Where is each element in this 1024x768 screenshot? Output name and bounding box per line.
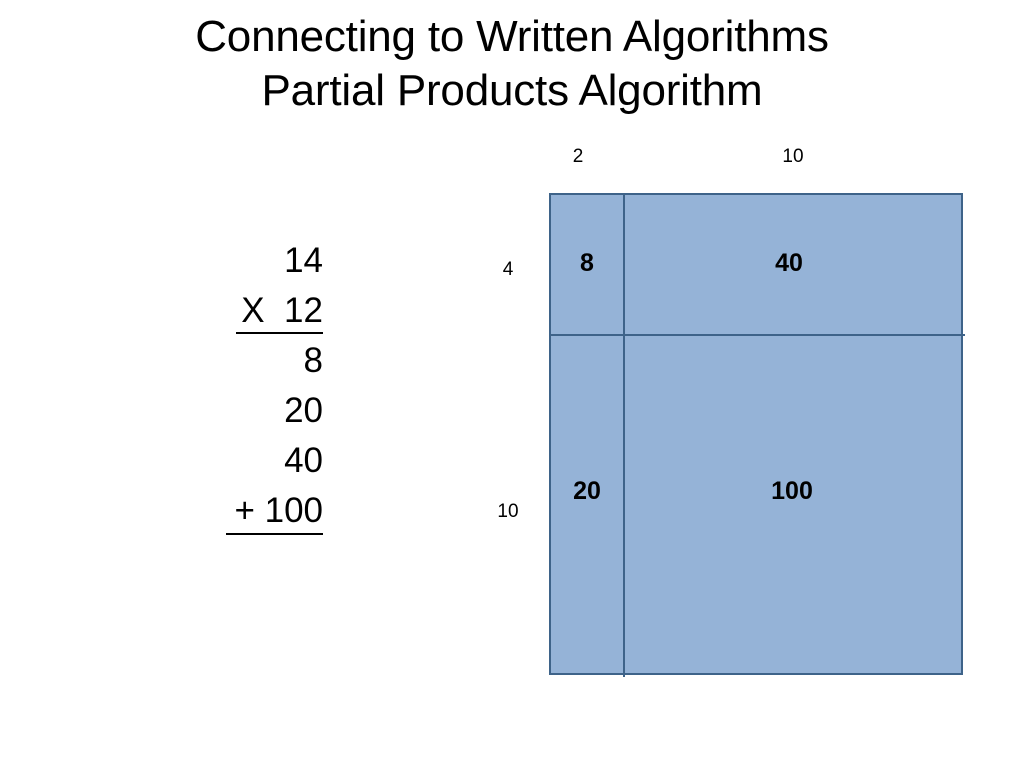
title-line-2: Partial Products Algorithm: [261, 65, 763, 115]
area-model-cell-20: 20: [551, 334, 623, 677]
area-model-cell-8: 8: [580, 249, 594, 277]
page-title: Connecting to Written Algorithms Partial…: [0, 10, 1024, 117]
algorithm-row-partial-product-3: 40: [284, 441, 323, 480]
algorithm-row-partial-product-4: + 100: [190, 486, 323, 536]
algorithm-row-multiplicand: 14: [284, 241, 323, 280]
area-model-row-label-4: 4: [502, 259, 514, 280]
algorithm-row-multiplier: X 12: [190, 286, 323, 336]
algorithm-row-partial-product-2: 20: [284, 391, 323, 430]
area-model-cell-100: 100: [623, 334, 965, 677]
area-model-column-label-2: 2: [572, 146, 584, 167]
area-model-grid: 8 40 20 100: [549, 193, 965, 677]
written-algorithm: 14 X 12 8 20 40 + 100: [190, 236, 323, 536]
title-line-1: Connecting to Written Algorithms: [195, 12, 829, 61]
area-model-cell-40: 40: [623, 195, 965, 334]
area-model-column-label-10: 10: [782, 146, 804, 167]
algorithm-row-partial-product-1: 8: [303, 341, 323, 380]
area-model: 8 40 20 100: [549, 193, 965, 677]
area-model-row-label-10: 10: [497, 501, 519, 522]
